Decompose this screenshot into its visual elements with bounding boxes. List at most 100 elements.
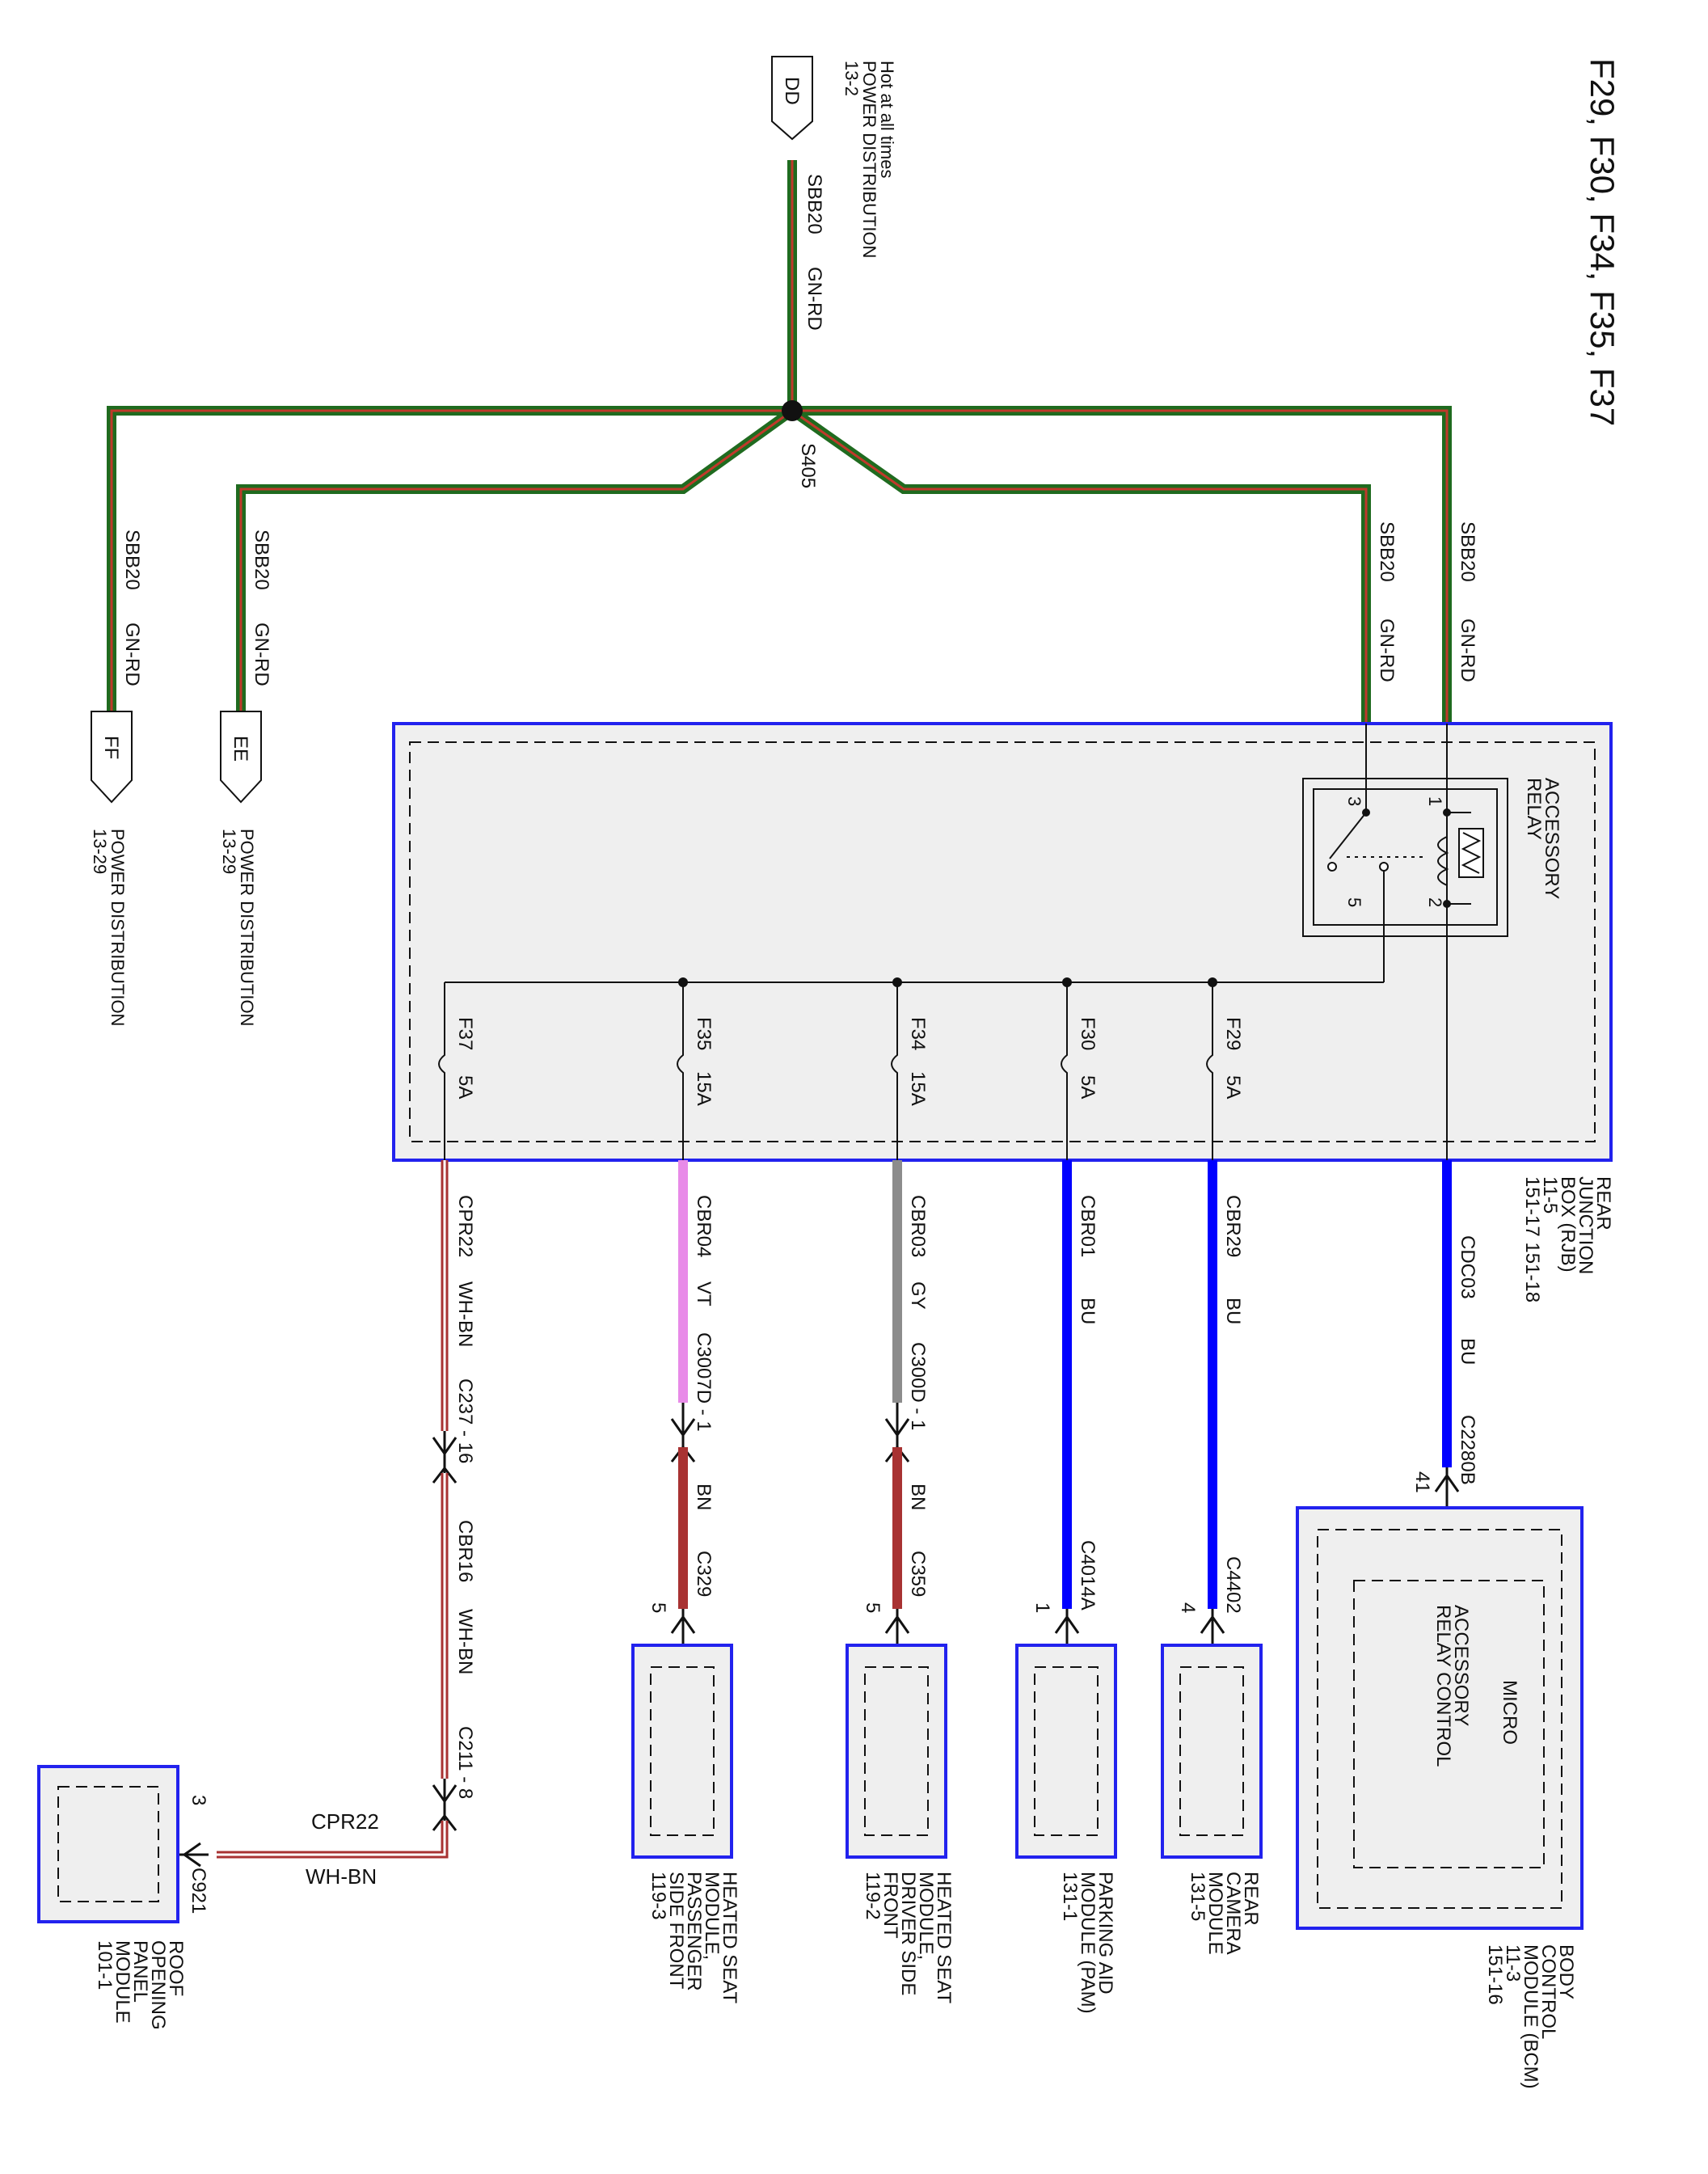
roof-circuit: CPR22 [454, 1195, 476, 1257]
feed-dest-name: POWER DISTRIBUTION [859, 61, 879, 258]
driver-name-3: FRONT [879, 1872, 901, 1939]
fuse-f29-rating: 5A [1222, 1075, 1244, 1099]
driver-color: GY [907, 1281, 929, 1310]
rjb-pages: 151-17 151-18 [1521, 1176, 1543, 1302]
module-rear-camera [1161, 1644, 1263, 1859]
bcm-circuit: CDC03 [1457, 1235, 1478, 1299]
branch-ee-color: GN-RD [251, 623, 272, 686]
connector-ee: EE [220, 711, 262, 804]
feed-connector-dd: DD [771, 56, 813, 141]
bcm-name-3: 11-3 [1502, 1944, 1524, 1982]
fuse-f34-id: F34 [907, 1017, 929, 1050]
roof-name-1: OPENING [147, 1940, 169, 2030]
camera-name-3: 131-5 [1187, 1872, 1208, 1921]
fuse-f35-id: F35 [693, 1017, 715, 1050]
ee-dest-page: 13-29 [219, 829, 239, 874]
connector-ff: FF [91, 711, 133, 804]
module-bcm [1296, 1506, 1584, 1930]
feed-wire-color: GN-RD [803, 267, 825, 331]
roof-color2: WH-BN [454, 1609, 476, 1674]
camera-name-2: MODULE [1204, 1872, 1226, 1955]
camera-circuit: CBR29 [1222, 1195, 1244, 1257]
driver-name-2: DRIVER SIDE [897, 1872, 919, 1995]
rjb-name-3: 11-5 [1539, 1176, 1561, 1214]
camera-name-1: CAMERA [1222, 1872, 1244, 1955]
pam-name-1: MODULE (PAM) [1077, 1872, 1099, 2014]
diagram-title: F29, F30, F34, F35, F37 [1584, 58, 1622, 426]
bcm-name-4: 151-16 [1484, 1944, 1506, 2005]
relay-switch [1327, 724, 1389, 982]
roof-color3: WH-BN [306, 1864, 377, 1889]
roof-name-2: PANEL [129, 1940, 151, 2003]
driver-connector: C359 [907, 1551, 929, 1597]
passenger-color2: BN [693, 1484, 715, 1510]
pam-circuit: CBR01 [1077, 1195, 1099, 1257]
splice-s405-dot [782, 400, 803, 421]
passenger-name-0: HEATED SEAT [719, 1872, 740, 2003]
fuse-f35-rating: 15A [693, 1071, 715, 1106]
fuse-bus [438, 724, 1448, 1160]
roof-circuit3: CPR22 [311, 1809, 379, 1834]
bcm-pin: 41 [1411, 1471, 1433, 1493]
connector-ee-label: EE [230, 736, 251, 762]
ee-dest-name: POWER DISTRIBUTION [237, 829, 257, 1026]
bcm-name-0: BODY [1555, 1944, 1577, 1999]
passenger-name-4: 119-3 [647, 1872, 669, 1920]
roof-inline1: C237 - 16 [454, 1378, 476, 1463]
wire-cpr22-roof [217, 1821, 449, 1859]
module-pam [1015, 1644, 1117, 1859]
driver-circuit: CBR03 [907, 1195, 929, 1257]
roof-color: WH-BN [454, 1281, 476, 1347]
relay-pin-5: 5 [1344, 897, 1364, 907]
module-roof-opening-panel [37, 1765, 179, 1923]
roof-name-0: ROOF [165, 1940, 187, 1996]
camera-name-0: REAR [1240, 1872, 1262, 1926]
driver-name-0: HEATED SEAT [933, 1872, 955, 2003]
feed-dest-page: 13-2 [841, 61, 862, 96]
driver-inline: C300D - 1 [907, 1342, 929, 1430]
roof-inline2: C211 - 8 [454, 1726, 476, 1799]
camera-pin: 4 [1177, 1602, 1199, 1613]
feed-note: Hot at all times [877, 61, 897, 179]
passenger-pin: 5 [647, 1602, 669, 1613]
connector-c237-arrows [432, 1431, 458, 1484]
passenger-connector: C329 [693, 1551, 715, 1597]
fuse-f30-id: F30 [1077, 1017, 1099, 1050]
pam-name-2: 131-1 [1059, 1872, 1081, 1921]
roof-pin: 3 [188, 1795, 209, 1805]
branch-rjb3-circuit: SBB20 [1376, 521, 1398, 582]
relay-label-0: ACCESSORY [1541, 778, 1563, 899]
ff-dest-name: POWER DISTRIBUTION [108, 829, 128, 1026]
relay-pin-1: 1 [1425, 796, 1445, 806]
driver-color2: BN [907, 1484, 929, 1510]
pam-color: BU [1077, 1298, 1099, 1324]
passenger-color: VT [693, 1281, 715, 1307]
fuse-f34-rating: 15A [907, 1071, 929, 1106]
bcm-micro-2: RELAY CONTROL [1432, 1605, 1454, 1767]
fuse-f30-rating: 5A [1077, 1075, 1099, 1099]
branch-ff-circuit: SBB20 [121, 530, 143, 590]
rjb-name-1: JUNCTION [1575, 1176, 1596, 1274]
fuse-f29-id: F29 [1222, 1017, 1244, 1050]
bcm-micro-0: MICRO [1499, 1680, 1520, 1745]
roof-name-4: 101-1 [94, 1940, 116, 1990]
module-heated-seat-passenger [631, 1644, 733, 1859]
passenger-inline: C3007D - 1 [693, 1332, 715, 1432]
ff-dest-page: 13-29 [90, 829, 110, 874]
connector-c211-arrows [432, 1779, 458, 1831]
branch-ee-circuit: SBB20 [251, 530, 272, 590]
feed-wire-circuit: SBB20 [803, 174, 825, 234]
branch-rjb1-color: GN-RD [1457, 618, 1478, 682]
pam-pin: 1 [1031, 1602, 1053, 1613]
pam-name-0: PARKING AID [1094, 1872, 1116, 1995]
rjb-name-0: REAR [1592, 1176, 1614, 1231]
passenger-circuit: CBR04 [693, 1195, 715, 1257]
branch-rjb1-circuit: SBB20 [1457, 521, 1478, 582]
branch-wires [107, 406, 1452, 724]
feed-connector-label: DD [781, 77, 803, 105]
camera-connector: C4402 [1222, 1556, 1244, 1614]
roof-connector: C921 [188, 1868, 209, 1914]
bcm-name-2: MODULE (BCM) [1520, 1944, 1541, 2089]
